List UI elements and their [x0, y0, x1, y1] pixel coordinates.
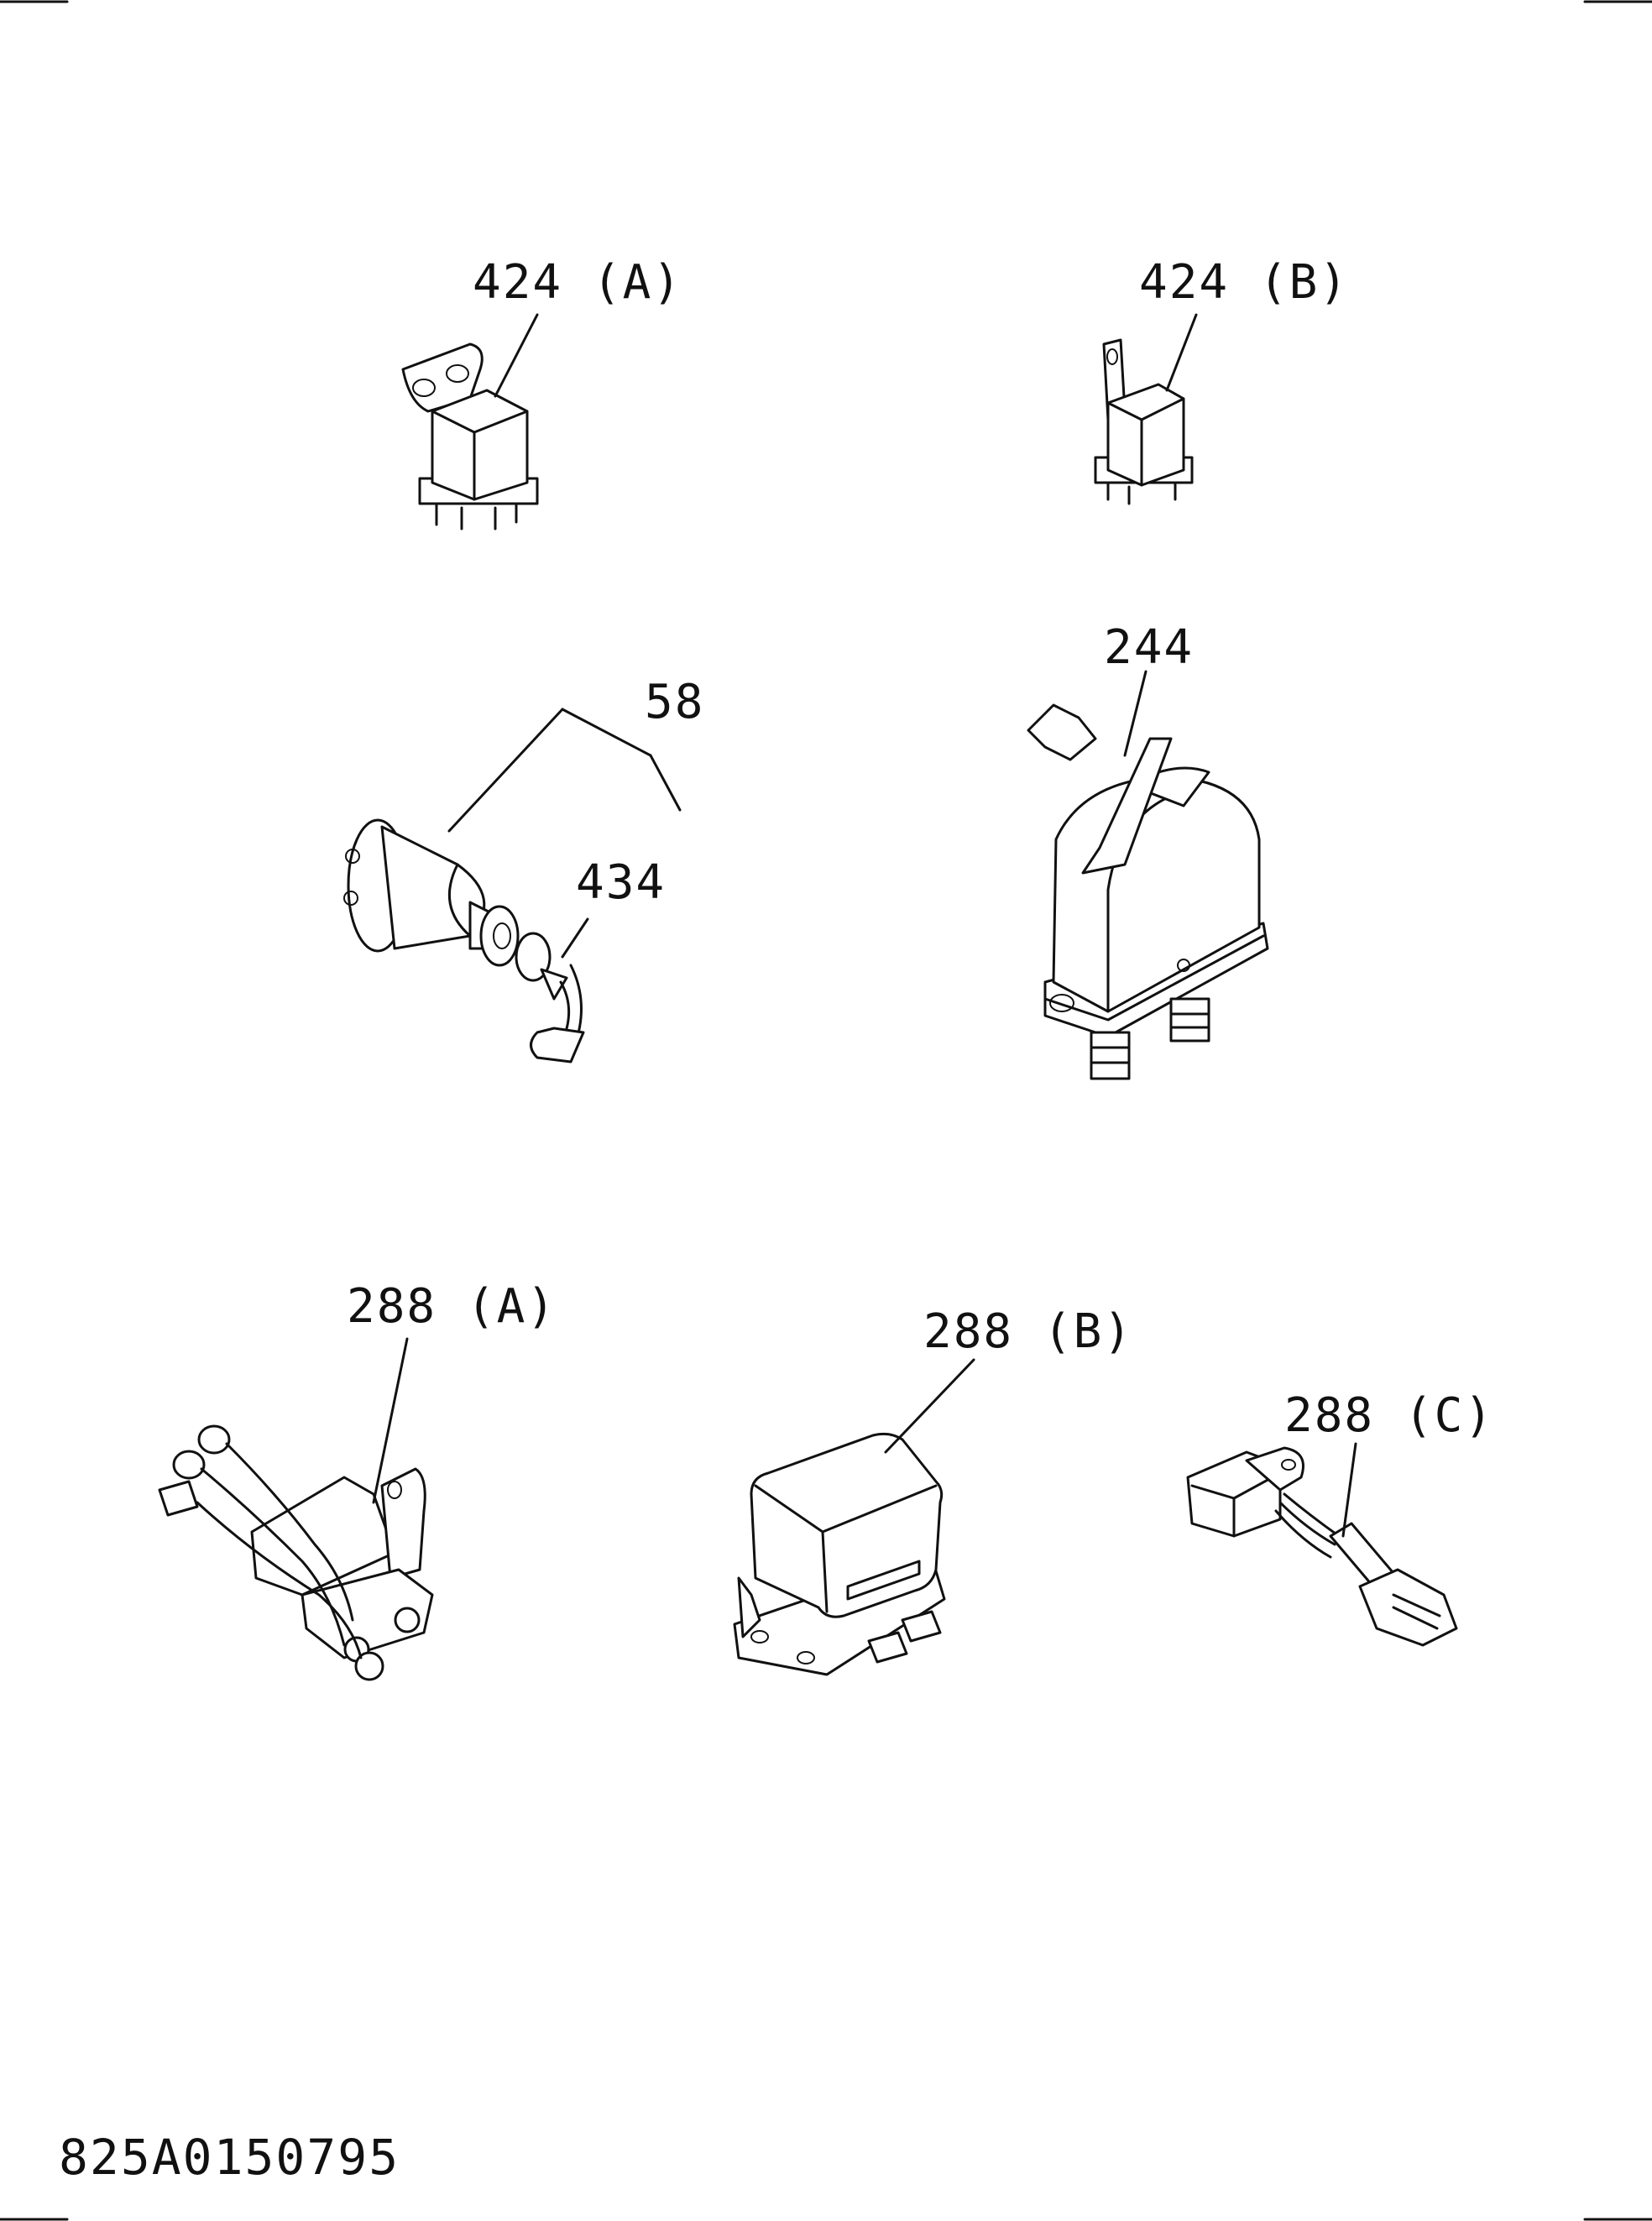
part-288a-harness[interactable] — [158, 1337, 434, 1681]
label-288a: 288 (A) — [347, 1279, 557, 1334]
part-424b-relay[interactable] — [1094, 313, 1198, 505]
label-244: 244 — [1104, 620, 1194, 675]
part-288c-connector[interactable] — [1186, 1442, 1458, 1647]
part-288b-regulator[interactable] — [733, 1358, 975, 1676]
drawing-number: 825A0150795 — [59, 2129, 400, 2186]
label-434: 434 — [576, 855, 666, 910]
leader-58 — [447, 708, 682, 959]
label-424b: 424 (B) — [1139, 255, 1349, 310]
label-424a: 424 (A) — [473, 255, 682, 310]
part-424a-relay[interactable] — [401, 313, 539, 530]
part-244-battery-switch[interactable] — [1027, 670, 1269, 1080]
label-288b: 288 (B) — [923, 1304, 1133, 1359]
label-58: 58 — [645, 675, 704, 729]
part-58-key-switch[interactable] — [343, 818, 520, 967]
part-434-wire-lead[interactable] — [515, 932, 585, 1063]
label-288c: 288 (C) — [1284, 1388, 1494, 1443]
